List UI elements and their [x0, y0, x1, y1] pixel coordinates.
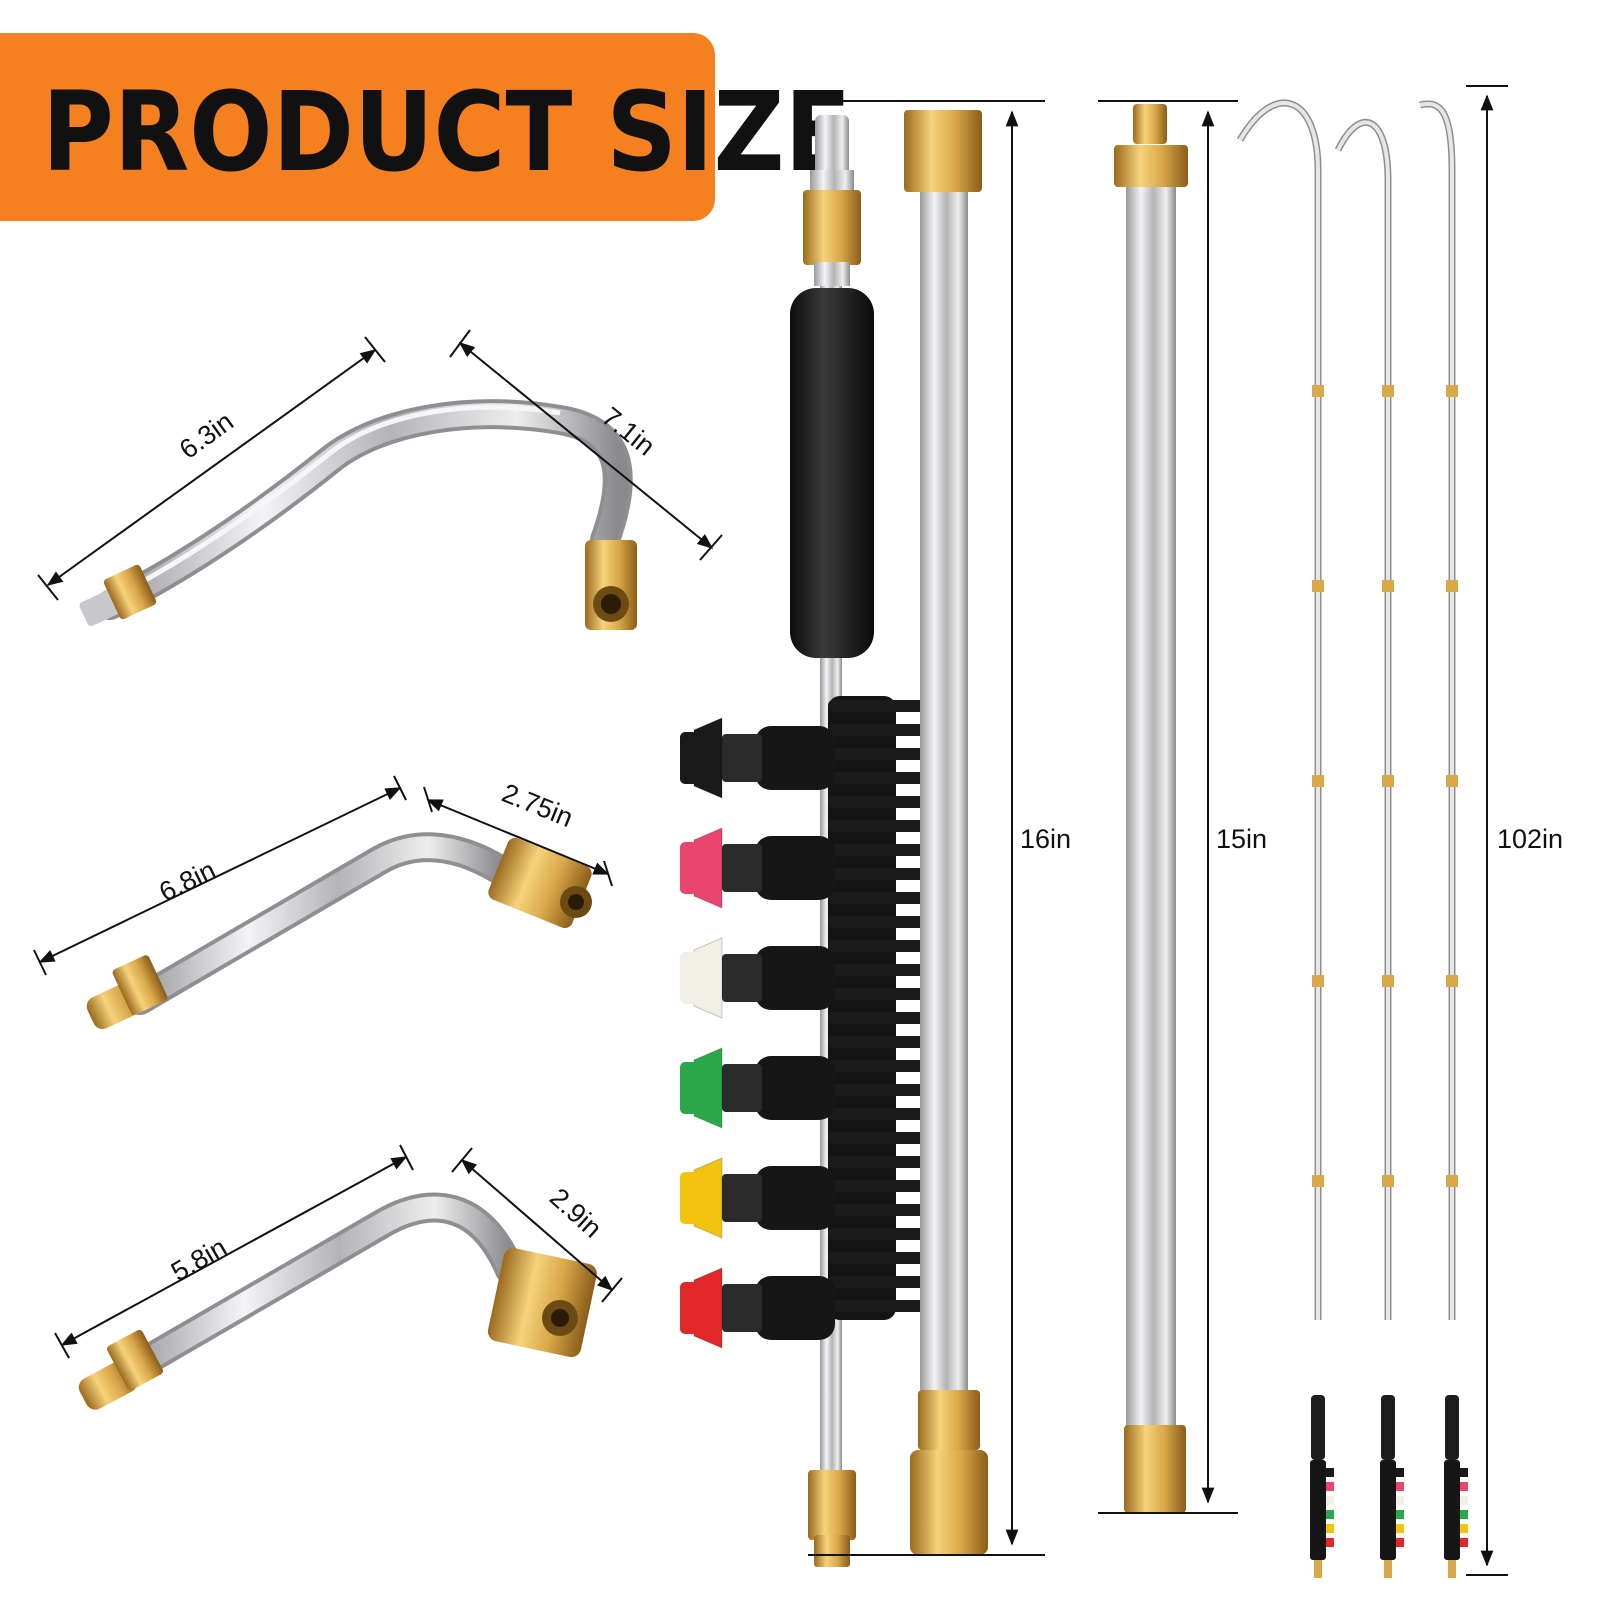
holder-fin [828, 1276, 926, 1288]
quick-coupler-icon [910, 1450, 988, 1555]
female-fitting-icon [904, 110, 982, 192]
grip-handle [790, 288, 874, 658]
dimension-label: 6.3in [174, 406, 239, 465]
quick-coupler-icon [585, 540, 637, 630]
holder-fin [828, 868, 926, 880]
wand-section [904, 110, 988, 1555]
holder-fin [828, 1228, 926, 1240]
holder-fin [828, 1252, 926, 1264]
quick-connect-plug-icon [810, 115, 854, 192]
dimension-line [46, 349, 377, 586]
holder-fin [828, 1108, 926, 1120]
assembled-wand [1236, 99, 1334, 1578]
holder-fin [828, 1300, 926, 1312]
dimension-label: 102in [1497, 824, 1563, 854]
dimension-label: 2.75in [498, 778, 577, 833]
nozzle-holder [680, 696, 926, 1349]
holder-fin [828, 724, 926, 736]
holder-fin [828, 1060, 926, 1072]
holder-fin [828, 772, 926, 784]
holder-fin [828, 964, 926, 976]
green-nozzle-tip [680, 1047, 835, 1129]
angled-tip-attachment: 6.8in 2.75in [33, 775, 613, 1029]
quick-coupler-icon [488, 837, 592, 929]
holder-fin [828, 1180, 926, 1192]
holder-fin [828, 820, 926, 832]
assembled-wands [1236, 99, 1468, 1578]
holder-fin [828, 748, 926, 760]
banner-title: PRODUCT SIZE [42, 69, 852, 198]
dimension-label: 6.8in [154, 855, 220, 908]
elbow-tip-attachment: 5.8in 2.9in [54, 1144, 623, 1410]
curved-tip-attachment: 6.3in 7.1in [37, 329, 723, 630]
yellow-nozzle-tip [680, 1157, 835, 1239]
dimension-label: 2.9in [544, 1182, 608, 1243]
dimension-label: 15in [1216, 824, 1267, 854]
dimension-label: 16in [1020, 824, 1071, 854]
holder-fin [828, 1156, 926, 1168]
holder-fin [828, 796, 926, 808]
holder-fin [828, 940, 926, 952]
holder-fin [828, 1036, 926, 1048]
assembled-wand [1419, 100, 1468, 1578]
holder-fin [828, 1204, 926, 1216]
red-nozzle-tip [680, 1267, 835, 1349]
extension-rod [1114, 104, 1188, 1513]
holder-fin [828, 892, 926, 904]
holder-fin [828, 844, 926, 856]
black-nozzle-tip [680, 717, 835, 799]
female-fitting-icon [1124, 1425, 1186, 1513]
threaded-end-icon [1133, 104, 1167, 144]
holder-fin [828, 700, 926, 712]
holder-fin [828, 1084, 926, 1096]
holder-fin [828, 1132, 926, 1144]
white-nozzle-tip [680, 937, 835, 1019]
assembled-wand [1334, 118, 1404, 1578]
pink-nozzle-tip [680, 827, 835, 909]
holder-fin [828, 1012, 926, 1024]
male-plug-icon [86, 955, 168, 1029]
holder-fin [828, 916, 926, 928]
holder-fin [828, 988, 926, 1000]
dimension-label: 5.8in [166, 1232, 232, 1287]
title-banner [0, 33, 715, 221]
